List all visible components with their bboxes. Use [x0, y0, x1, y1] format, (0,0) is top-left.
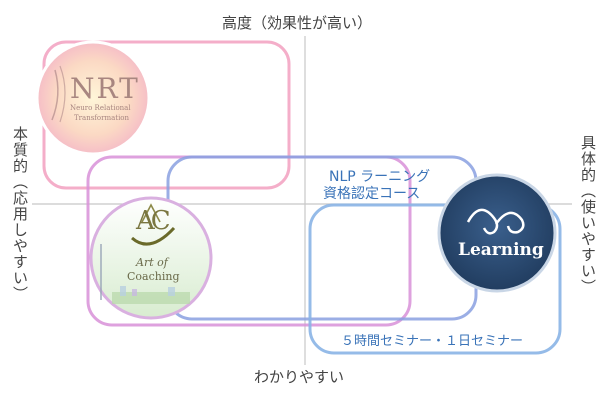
learning-logo — [437, 173, 557, 293]
nlp-label-line-1: NLP ラーニング — [329, 169, 431, 185]
nrt-logo-text: NRT — [70, 72, 140, 105]
nrt-logo-subtext-1: Neuro Relational — [70, 104, 131, 112]
coaching-logo-line-1: Art of — [136, 256, 168, 269]
nlp-label-line-2: 資格認定コース — [323, 186, 421, 202]
nrt-logo — [35, 40, 151, 156]
learning-logo-text: Learning — [458, 240, 544, 260]
axis-label-left: 本質的（応用しやすい） — [11, 126, 29, 302]
axis-label-top: 高度（効果性が高い） — [222, 14, 373, 32]
seminar-region — [308, 203, 562, 355]
axis-label-bottom: わかりやすい — [254, 368, 345, 386]
seminar-label: ５時間セミナー・１日セミナー — [341, 334, 524, 349]
coaching-logo-line-2: Coaching — [127, 270, 180, 283]
coaching-logo — [89, 196, 213, 320]
nrt-logo-subtext-2: Transformation — [74, 114, 130, 122]
coaching-monogram: AC — [136, 206, 171, 236]
axis-label-right: 具体的（使いやすい） — [579, 135, 597, 295]
